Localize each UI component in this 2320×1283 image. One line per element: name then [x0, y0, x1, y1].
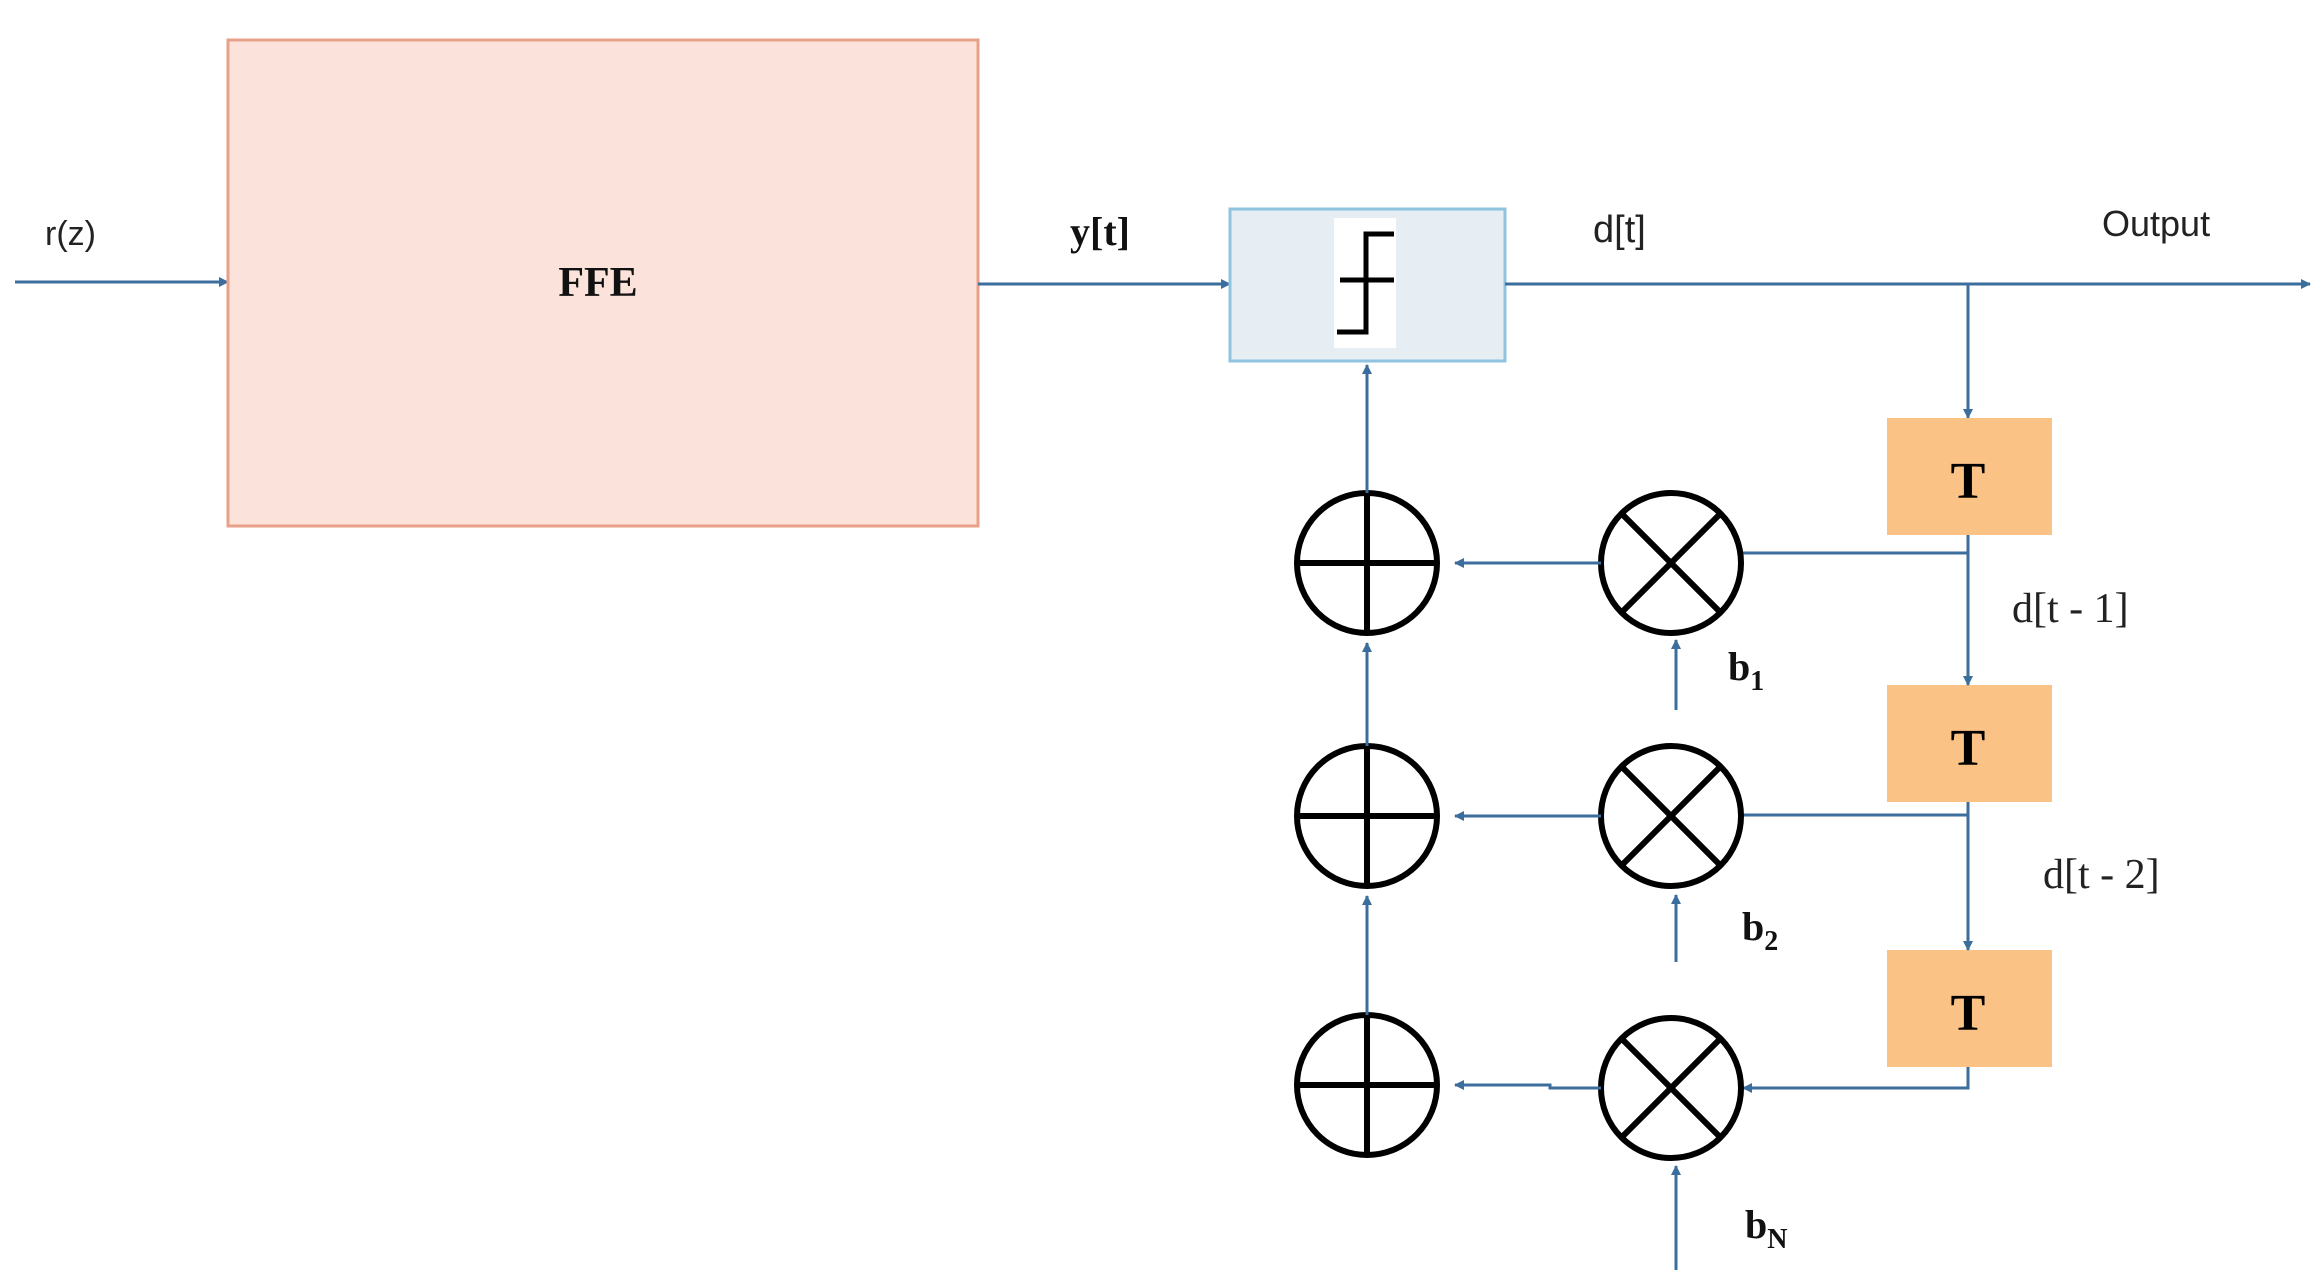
output-label: Output [2102, 203, 2210, 244]
tap-label-1: d[t - 1] [2012, 586, 2129, 632]
delay-label-2: T [1951, 720, 1986, 777]
adder-3 [1294, 1012, 1440, 1158]
tap-label-2: d[t - 2] [2043, 852, 2160, 898]
delay-block-1 [1887, 418, 2052, 535]
delay-block-3 [1887, 950, 2052, 1067]
coefficient-label-2: b2 [1742, 904, 1778, 957]
ffe-block [226, 38, 980, 528]
decision-output-label: d[t] [1593, 209, 1646, 251]
tap-to-mult-3 [1742, 1067, 1970, 1093]
ffe-label: FFE [558, 260, 637, 306]
multiplier-1 [1598, 490, 1744, 636]
adder-1 [1294, 490, 1440, 636]
slicer-step-icon [1337, 231, 1394, 335]
mult-to-adder-3 [1454, 1080, 1601, 1090]
delay-block-2 [1887, 685, 2052, 802]
multiplier-3 [1598, 1015, 1744, 1161]
adder-2 [1294, 743, 1440, 889]
coefficient-label-1: b1 [1728, 644, 1764, 697]
multiplier-2 [1598, 743, 1744, 889]
delay-label-1: T [1951, 453, 1986, 510]
ffe-output-label: y[t] [1070, 209, 1130, 254]
input-label: r(z) [45, 215, 96, 253]
coefficient-label-3: bN [1745, 1202, 1787, 1255]
delay-label-3: T [1951, 985, 1986, 1042]
